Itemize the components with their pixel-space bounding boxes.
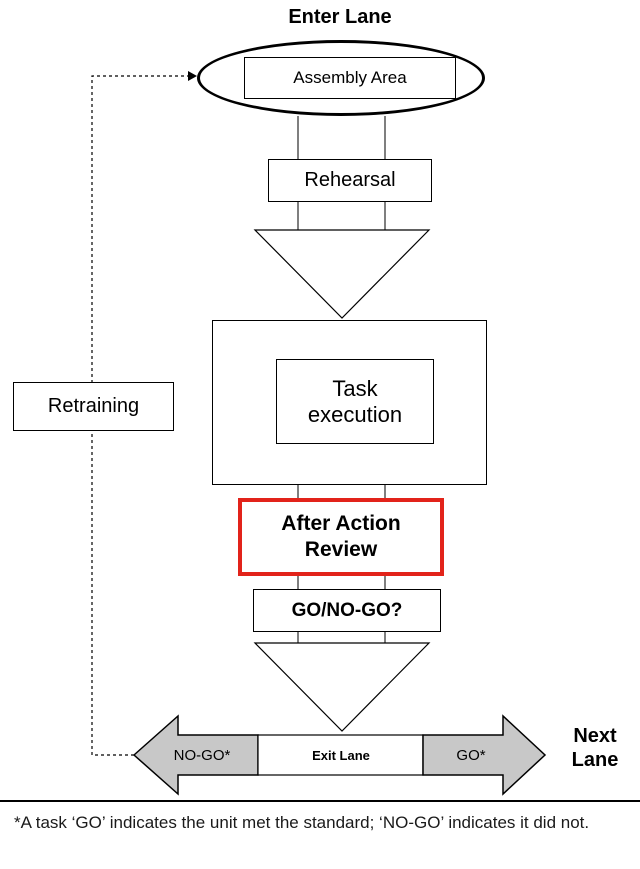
exit-lane-label: Exit Lane bbox=[312, 747, 370, 763]
down-arrow-to-exit bbox=[253, 642, 431, 732]
go-no-go-box: GO/NO-GO? bbox=[253, 589, 441, 632]
no-go-label: NO-GO* bbox=[173, 746, 231, 764]
down-arrow-to-task bbox=[253, 229, 431, 319]
retraining-loop-line bbox=[91, 75, 190, 756]
next-lane-label: Next Lane bbox=[571, 725, 619, 771]
go-label: GO* bbox=[456, 746, 486, 764]
rehearsal-box: Rehearsal bbox=[268, 159, 432, 202]
after-action-review-box: After Action Review bbox=[238, 498, 444, 576]
assembly-area-box: Assembly Area bbox=[244, 57, 456, 99]
enter-lane-title: Enter Lane bbox=[288, 6, 392, 28]
retraining-box: Retraining bbox=[13, 382, 174, 431]
footnote: *A task ‘GO’ indicates the unit met the … bbox=[14, 813, 590, 832]
task-execution-box: Task execution bbox=[276, 359, 434, 444]
go-arrow-shape bbox=[422, 714, 547, 796]
retraining-loop-arrowhead bbox=[188, 71, 197, 81]
